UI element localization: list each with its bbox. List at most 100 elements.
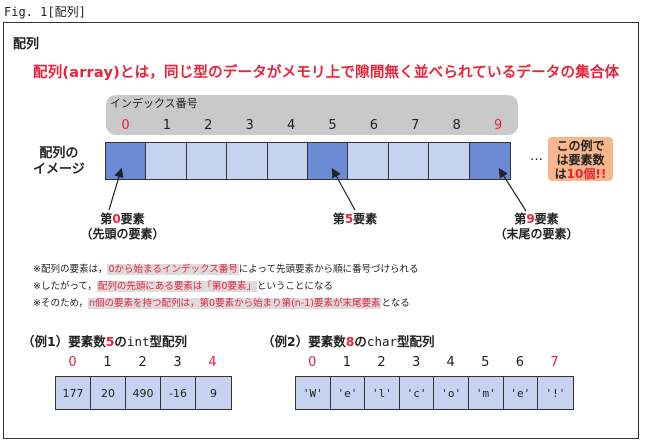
array-cell	[186, 143, 228, 179]
example-index-number: 0	[68, 355, 77, 370]
figure-frame	[3, 22, 639, 439]
array-image-label-line1: 配列の	[39, 146, 79, 161]
fifth-element-pre: 第	[332, 212, 345, 226]
array-cell	[267, 143, 308, 179]
intro-text: 配列(array)とは，同じ型のデータがメモリ上で隙間無く並べられているデータの…	[33, 65, 620, 81]
example-index-number: 2	[377, 355, 386, 370]
figure-label: Fig. 1[配列]	[4, 5, 86, 19]
element-count-callout: この例で は要素数 は10個!!	[548, 137, 613, 181]
array-cell	[227, 143, 268, 179]
callout-line3-count: 10個!!	[566, 167, 607, 181]
arrow-first-element	[108, 167, 124, 211]
index-number: 6	[369, 118, 379, 133]
example2-title: （例2）要素数8のchar型配列	[262, 331, 435, 350]
index-number: 0	[121, 118, 130, 133]
example1-title: （例1）要素数5のint型配列	[22, 331, 187, 350]
example-cell: 'W'	[296, 377, 331, 409]
example1-title-of: の	[114, 334, 127, 349]
array-image-label: 配列の イメージ	[33, 146, 85, 178]
example-index-number: 0	[308, 355, 317, 370]
last-element-post: 要素	[534, 212, 559, 226]
example-cell: 'e'	[503, 377, 539, 409]
example2-title-pre: （例2）要素数	[262, 334, 346, 349]
index-number-title: インデックス番号	[110, 97, 198, 110]
last-element-label: 第9要素 （末尾の要素）	[484, 212, 589, 242]
arrow-fifth-element	[331, 167, 356, 211]
index-number: 1	[162, 118, 172, 133]
example-cell: 'l'	[365, 377, 400, 409]
array-cell	[146, 143, 187, 179]
callout-line2: は要素数	[556, 153, 605, 167]
index-number-band	[106, 95, 518, 135]
callout-line3-prefix: は	[554, 167, 567, 181]
array-image-label-line2: イメージ	[33, 162, 85, 177]
note-3-highlight: n個の要素を持つ配列は，第0要素から始まり第(n-1)要素が末尾要素	[88, 298, 382, 309]
callout-line1: この例で	[556, 139, 605, 153]
note-2-post: ということになる	[256, 281, 333, 292]
first-element-num: 0	[112, 212, 121, 226]
last-element-num: 9	[526, 212, 535, 226]
array-cell	[106, 143, 147, 179]
example1-title-type: int	[126, 334, 150, 349]
example1-title-num: 5	[105, 334, 115, 349]
array-cell	[307, 143, 349, 179]
example-index-number: 3	[411, 355, 421, 370]
note-3-pre: ※そのため，	[33, 298, 88, 309]
index-number: 8	[452, 118, 461, 133]
last-element-sub: （末尾の要素）	[494, 227, 579, 241]
example-index-number: 4	[446, 355, 455, 370]
note-1-post: によって先頭要素から順に番号づけられる	[238, 264, 419, 275]
index-number: 9	[493, 118, 503, 133]
index-number: 7	[411, 118, 420, 133]
index-number: 2	[204, 118, 213, 133]
index-number: 4	[286, 118, 296, 133]
note-3: ※そのため，n個の要素を持つ配列は，第0要素から始まり第(n-1)要素が末尾要素…	[33, 295, 410, 309]
example-index-number: 7	[550, 355, 559, 370]
array-cell	[388, 143, 430, 179]
example-index-number: 1	[342, 355, 352, 370]
example-index-number: 3	[173, 355, 182, 370]
example-index-number: 5	[481, 355, 490, 370]
example-cell: 'c'	[399, 377, 435, 409]
fifth-element-post: 要素	[353, 212, 378, 226]
first-element-pre: 第	[100, 212, 113, 226]
note-1-pre: ※配列の要素は，	[33, 264, 108, 275]
note-3-post: となる	[381, 298, 410, 309]
note-2: ※したがって，配列の先頭にある要素は「第0要素」ということになる	[33, 278, 333, 292]
note-2-pre: ※したがって，	[33, 281, 97, 292]
first-element-label: 第0要素 （先頭の要素）	[70, 212, 175, 242]
example-index-number: 6	[515, 355, 525, 370]
example1-title-post: 型配列	[149, 334, 188, 349]
example-cell: 177	[56, 377, 91, 409]
example-cell: 'm'	[468, 377, 504, 409]
example-cell: 'o'	[434, 377, 469, 409]
fifth-element-num: 5	[344, 212, 354, 226]
example-cell: '!'	[538, 377, 573, 409]
example-index-number: 2	[138, 355, 147, 370]
example-index-number: 4	[208, 355, 217, 370]
note-2-highlight: 配列の先頭にある要素は「第0要素」	[96, 281, 257, 292]
example2-title-of: の	[354, 334, 367, 349]
fifth-element-label: 第5要素	[320, 212, 390, 227]
array-cell	[348, 143, 389, 179]
example2-cells: 'W''e''l''c''o''m''e''!'	[295, 376, 574, 410]
last-element-pre: 第	[514, 212, 527, 226]
example-cell: 20	[91, 377, 126, 409]
example-cell: 'e'	[330, 377, 366, 409]
array-cell	[429, 143, 470, 179]
array-cells	[105, 142, 511, 180]
index-number: 3	[245, 118, 254, 133]
ellipsis: …	[530, 149, 543, 164]
example2-title-type: char	[366, 334, 398, 349]
first-element-post: 要素	[120, 212, 145, 226]
example-cell: 490	[126, 377, 161, 409]
index-number: 5	[328, 118, 337, 133]
example2-title-num: 8	[345, 334, 355, 349]
example-cell: 9	[196, 377, 231, 409]
section-heading: 配列	[13, 37, 40, 52]
arrow-last-element	[498, 167, 527, 212]
example-cell: -16	[161, 377, 196, 409]
example1-title-pre: （例1）要素数	[22, 334, 106, 349]
example2-title-post: 型配列	[397, 334, 435, 349]
